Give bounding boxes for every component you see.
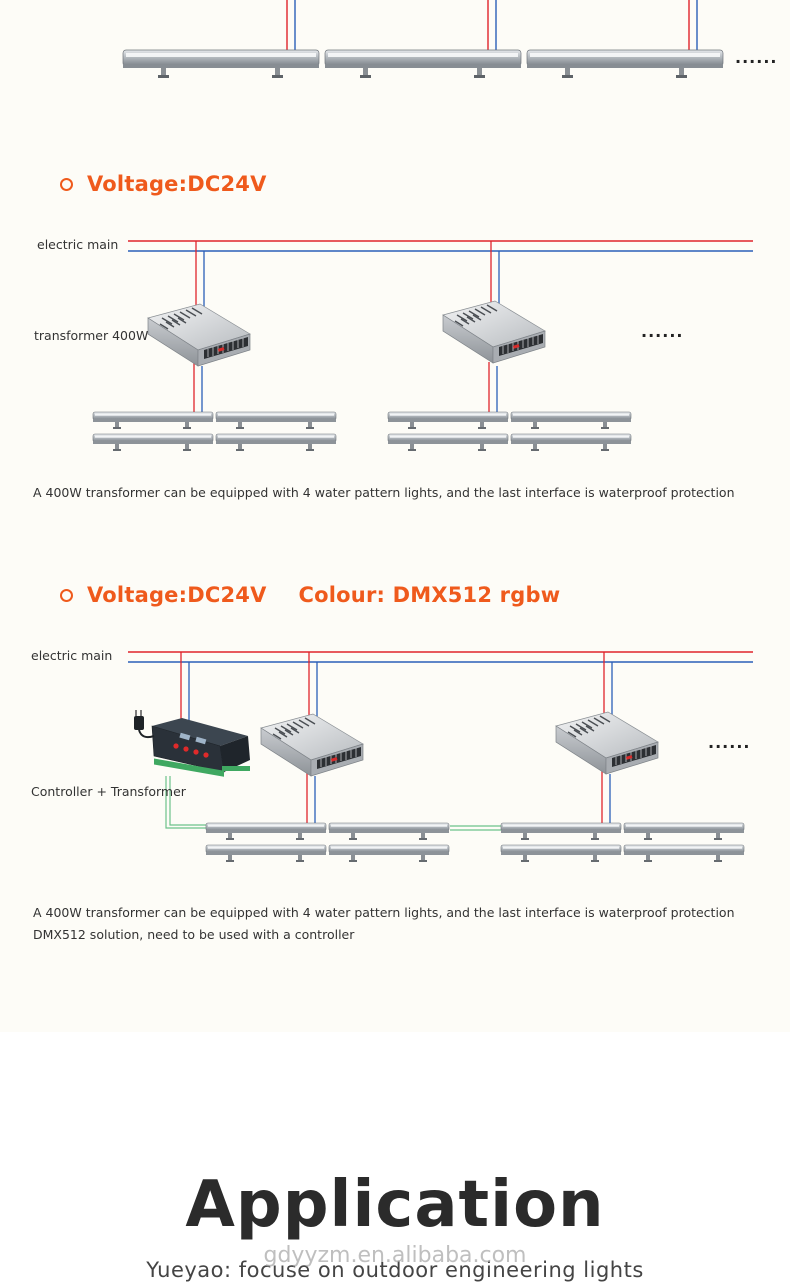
transformer-icon bbox=[442, 300, 546, 364]
plug-icon bbox=[134, 710, 155, 739]
more-indicator: ...... bbox=[735, 48, 778, 67]
wall-washer-light-icon bbox=[92, 433, 214, 452]
section2-note-line2: DMX512 solution, need to be used with a … bbox=[33, 927, 355, 942]
transformer-label: transformer 400W bbox=[34, 328, 149, 343]
section2-mains-wires bbox=[128, 651, 753, 823]
more-indicator: ...... bbox=[641, 322, 684, 341]
wall-washer-light-icon bbox=[324, 49, 522, 79]
wall-washer-light-icon bbox=[205, 822, 327, 841]
more-indicator: ...... bbox=[708, 733, 751, 752]
wall-washer-light-icon bbox=[205, 844, 327, 863]
wall-washer-light-icon bbox=[510, 433, 632, 452]
section2-colour: Colour: DMX512 rgbw bbox=[298, 583, 561, 607]
section2-note-line1: A 400W transformer can be equipped with … bbox=[33, 905, 735, 920]
wall-washer-light-icon bbox=[510, 411, 632, 430]
wall-washer-light-icon bbox=[623, 822, 745, 841]
wall-washer-light-icon bbox=[92, 411, 214, 430]
bullet-ring-icon bbox=[60, 177, 73, 191]
section1-voltage: Voltage:DC24V bbox=[87, 172, 267, 196]
wiring-diagram-panel bbox=[0, 0, 790, 1032]
top-wiring bbox=[286, 0, 698, 50]
wiring-diagrams bbox=[92, 0, 753, 863]
bullet-ring-icon bbox=[60, 588, 73, 602]
section1-heading: Voltage:DC24V bbox=[60, 172, 267, 196]
section2-note: A 400W transformer can be equipped with … bbox=[33, 902, 735, 946]
transformer-icon bbox=[555, 711, 659, 775]
electric-main-label: electric main bbox=[31, 648, 113, 663]
wall-washer-light-icon bbox=[500, 822, 622, 841]
controller-transformer-label: Controller + Transformer bbox=[31, 784, 186, 799]
dmx-controller-icon bbox=[151, 718, 250, 777]
application-title: Application bbox=[185, 1168, 605, 1242]
wall-washer-light-icon bbox=[526, 49, 724, 79]
wall-washer-light-icon bbox=[387, 411, 509, 430]
dmx-signal-wires bbox=[165, 776, 501, 831]
section2-voltage: Voltage:DC24V bbox=[87, 583, 267, 607]
electric-main-label: electric main bbox=[37, 237, 119, 252]
wall-washer-light-icon bbox=[328, 844, 450, 863]
transformer-icon bbox=[260, 713, 364, 777]
wall-washer-light-icon bbox=[387, 433, 509, 452]
wall-washer-light-icon bbox=[215, 411, 337, 430]
wall-washer-light-icon bbox=[215, 433, 337, 452]
wall-washer-light-icon bbox=[328, 822, 450, 841]
watermark: gdyyzm.en.alibaba.com bbox=[263, 1243, 527, 1268]
application-subtitle: Yueyao: focuse on outdoor engineering li… bbox=[146, 1258, 644, 1282]
wall-washer-light-icon bbox=[500, 844, 622, 863]
section2-heading: Voltage:DC24V Colour: DMX512 rgbw bbox=[60, 583, 560, 607]
section1-mains-wires bbox=[128, 240, 753, 412]
wall-washer-light-icon bbox=[122, 49, 320, 79]
transformer-icon bbox=[147, 303, 251, 367]
wall-washer-light-icon bbox=[623, 844, 745, 863]
section1-note: A 400W transformer can be equipped with … bbox=[33, 485, 735, 500]
